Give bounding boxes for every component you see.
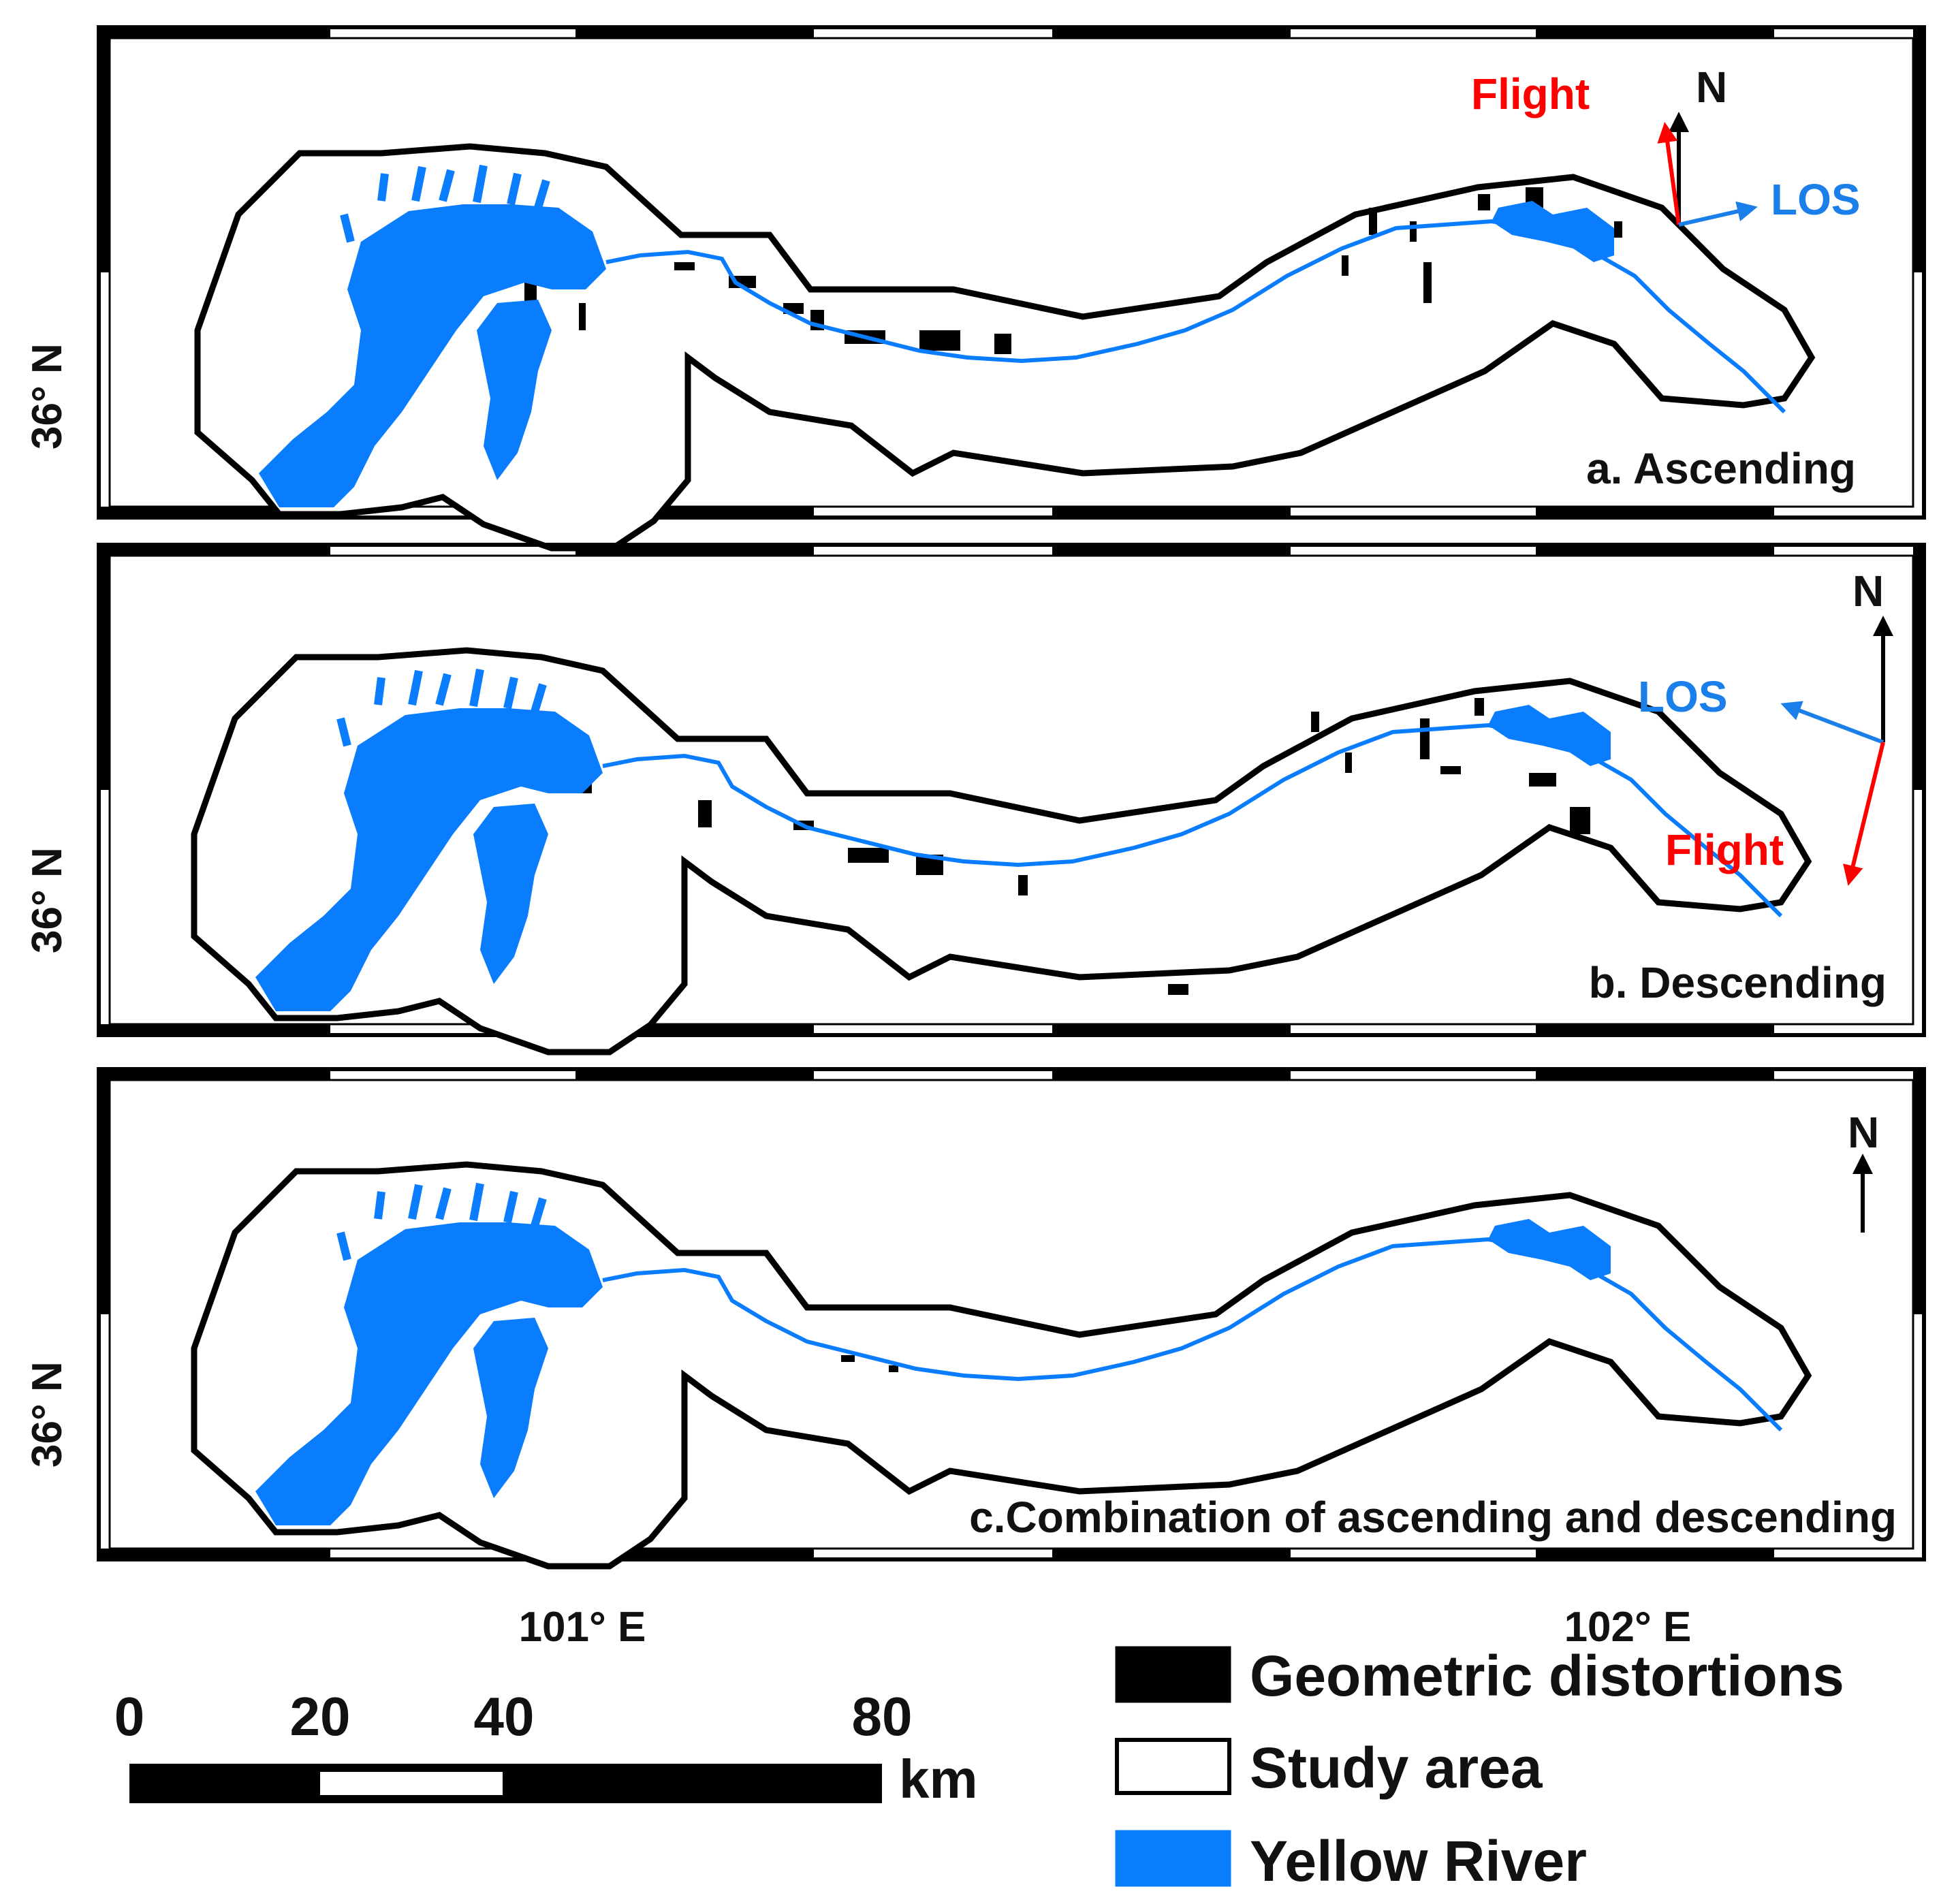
los-label: LOS	[1771, 175, 1861, 224]
scale-bar: 0 20 40 80 km	[114, 1686, 978, 1809]
flight-label: Flight	[1471, 69, 1590, 118]
legend-swatch	[1115, 1738, 1231, 1795]
legend-item-geometric-distortions: Geometric distortions	[1115, 1644, 1844, 1708]
flight-arrow: Flight	[1471, 69, 1681, 225]
legend-label: Study area	[1250, 1736, 1543, 1800]
legend-item-yellow-river: Yellow River	[1115, 1829, 1587, 1893]
los-label: LOS	[1638, 672, 1728, 721]
lat-label-b: 36° N	[24, 847, 71, 953]
lat-label-c: 36° N	[24, 1361, 71, 1467]
scale-tick-40: 40	[474, 1686, 535, 1747]
north-arrow: N	[1852, 567, 1893, 742]
los-arrow: LOS	[1678, 175, 1861, 227]
panel-label: c.Combination of ascending and descendin…	[969, 1493, 1897, 1542]
flight-label: Flight	[1665, 825, 1784, 874]
scale-tick-80: 80	[852, 1686, 913, 1747]
panel-b: N LOS Flight b. Descending	[99, 545, 1924, 1052]
legend-label: Geometric distortions	[1250, 1644, 1844, 1708]
legend: Geometric distortions Study area Yellow …	[1115, 1644, 1844, 1893]
geometric-distortions	[841, 1355, 898, 1372]
north-label: N	[1848, 1108, 1879, 1157]
legend-item-study-area: Study area	[1115, 1736, 1543, 1800]
panel-label: b. Descending	[1589, 958, 1887, 1007]
flight-arrow: Flight	[1665, 742, 1885, 886]
scale-unit: km	[899, 1749, 978, 1809]
north-arrow: N	[1848, 1108, 1879, 1233]
north-label: N	[1696, 63, 1727, 112]
los-arrow: LOS	[1638, 672, 1884, 744]
panel-a: N Flight LOS a. Ascending	[99, 27, 1924, 548]
legend-swatch	[1115, 1646, 1231, 1703]
north-label: N	[1852, 567, 1884, 616]
lon-tick-101: 101° E	[519, 1604, 646, 1651]
legend-label: Yellow River	[1250, 1829, 1587, 1893]
scale-tick-20: 20	[290, 1686, 351, 1747]
scale-tick-0: 0	[114, 1686, 145, 1747]
legend-swatch	[1115, 1830, 1231, 1887]
lat-label-a: 36° N	[24, 343, 71, 449]
north-arrow: N	[1669, 63, 1727, 225]
panel-c: N c.Combination of ascending and descend…	[99, 1069, 1924, 1566]
panel-label: a. Ascending	[1586, 444, 1856, 493]
lon-tick-102: 102° E	[1564, 1604, 1692, 1651]
